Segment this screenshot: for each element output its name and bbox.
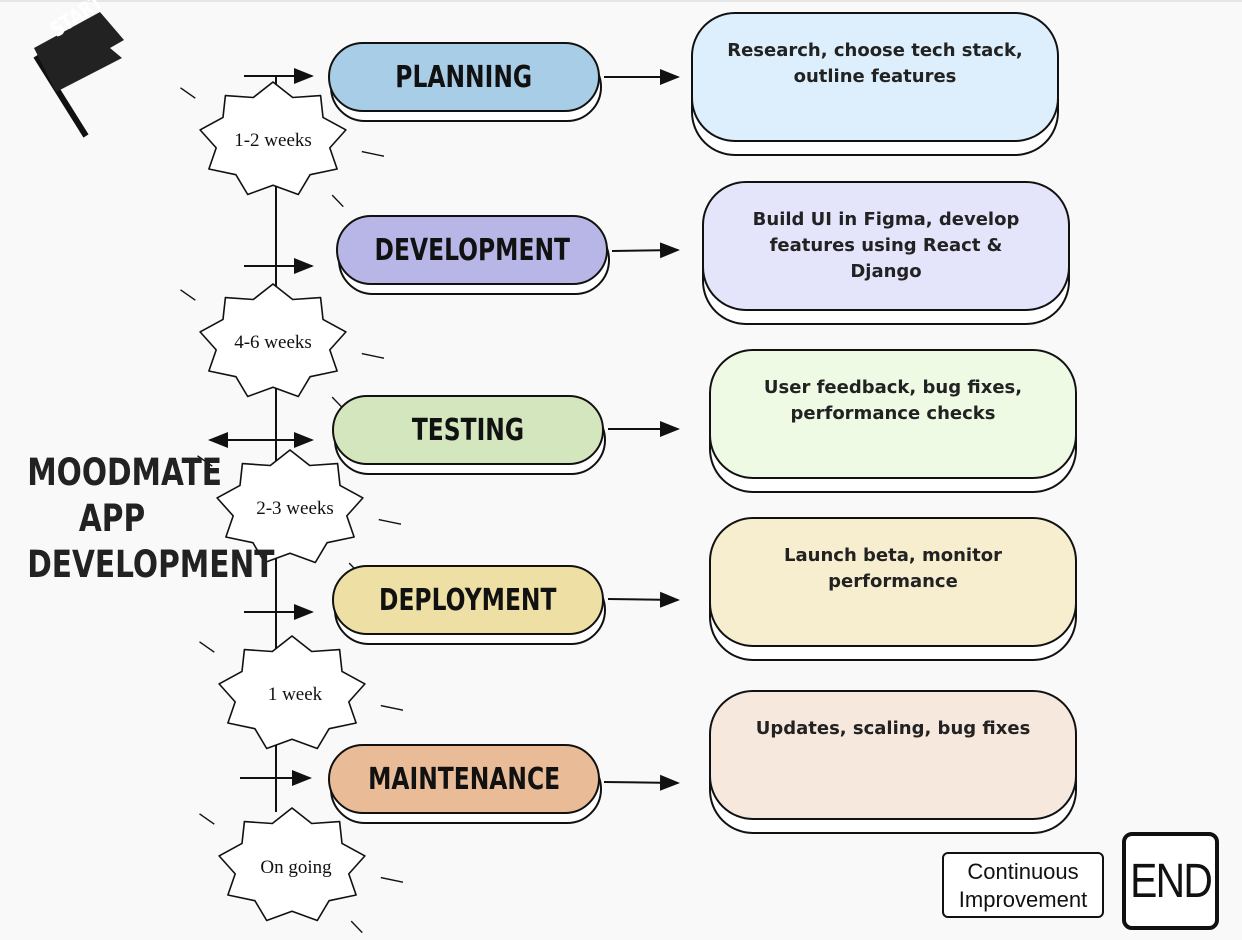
burst-testing [197,449,402,576]
end-label: END [1129,854,1213,908]
burst-deployment [199,635,404,762]
stage-pill: PLANNING [328,42,600,112]
ci-line-1: Continuous [967,859,1079,884]
desc-text: Updates, scaling, bug fixes [755,718,1031,739]
stage-label: MAINTENANCE [367,761,561,797]
stage-pill: DEVELOPMENT [336,215,608,285]
stage-development: DEVELOPMENT [336,215,610,295]
desc-text: Launch beta, monitor performance [784,545,1002,592]
stage-label: TESTING [411,412,525,448]
title-line-2: APP [78,497,146,540]
desc-planning: Research, choose tech stack, outline fea… [691,12,1059,156]
burst-maintenance [199,807,404,934]
duration-testing: 2-3 weeks [256,498,334,519]
stage-deployment: DEPLOYMENT [332,565,606,645]
desc-text: Build UI in Figma, develop features usin… [752,209,1020,282]
desc-box: Research, choose tech stack, outline fea… [691,12,1059,142]
desc-maintenance: Updates, scaling, bug fixes [709,690,1077,834]
burst-planning [180,81,385,208]
desc-deployment: Launch beta, monitor performance [709,517,1077,661]
duration-development: 4-6 weeks [234,332,312,353]
desc-text: User feedback, bug fixes, performance ch… [763,377,1023,424]
desc-box: Build UI in Figma, develop features usin… [702,181,1070,311]
duration-deployment: 1 week [267,684,323,705]
diagram-title: MOODMATE APP DEVELOPMENT [27,450,275,588]
title-line-3: DEVELOPMENT [27,543,275,586]
desc-testing: User feedback, bug fixes, performance ch… [709,349,1077,493]
stage-pill: TESTING [332,395,604,465]
desc-box: Launch beta, monitor performance [709,517,1077,647]
end-box: END [1122,832,1219,930]
stage-arrow [603,774,680,791]
stage-maintenance: MAINTENANCE [328,744,602,824]
stage-arrow [611,242,680,259]
desc-box: User feedback, bug fixes, performance ch… [709,349,1077,479]
title-line-1: MOODMATE [27,451,223,494]
ci-line-2: Improvement [958,887,1088,912]
stage-pill: DEPLOYMENT [332,565,604,635]
continuous-improvement-box: Continuous Improvement [942,852,1104,918]
duration-maintenance: On going [260,857,332,878]
start-flag-icon [33,12,124,138]
stage-label: PLANNING [395,59,533,95]
desc-text: Research, choose tech stack, outline fea… [727,40,1023,87]
stage-arrow [607,591,680,608]
stage-pill: MAINTENANCE [328,744,600,814]
desc-development: Build UI in Figma, develop features usin… [702,181,1070,325]
stage-label: DEPLOYMENT [379,582,557,618]
top-border [0,0,1242,2]
duration-planning: 1-2 weeks [234,130,312,151]
stage-planning: PLANNING [328,42,602,122]
desc-box: Updates, scaling, bug fixes [709,690,1077,820]
stage-label: DEVELOPMENT [374,232,570,268]
stage-testing: TESTING [332,395,606,475]
